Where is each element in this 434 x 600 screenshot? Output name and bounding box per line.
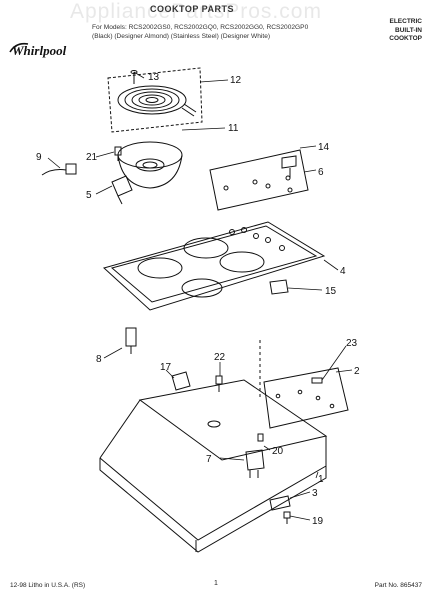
callout-1: 1 <box>318 474 324 485</box>
callout-8: 8 <box>96 354 102 365</box>
element-receptacle <box>111 175 133 205</box>
wire-harness <box>41 163 77 176</box>
callout-12: 12 <box>230 75 242 86</box>
callout-15: 15 <box>325 286 337 297</box>
product-type-line-1: ELECTRIC <box>389 18 423 25</box>
product-type-line-3: COOKTOP <box>389 35 422 42</box>
callout-17: 17 <box>160 362 172 373</box>
drip-bowl <box>117 141 183 189</box>
callout-13: 13 <box>148 72 160 83</box>
strain-relief-clamp <box>269 495 291 511</box>
screw-21 <box>114 146 122 161</box>
callout-20: 20 <box>272 446 284 457</box>
callout-11: 11 <box>228 123 239 134</box>
screw-19 <box>283 511 291 524</box>
model-line-1: For Models: RCS2002GS0, RCS2002GQ0, RCS2… <box>92 24 309 31</box>
terminal-block <box>245 449 265 478</box>
callout-3: 3 <box>312 488 318 499</box>
mounting-clip <box>269 279 289 295</box>
product-type-line-2: BUILT-IN <box>395 26 422 34</box>
callout-7: 7 <box>206 454 212 465</box>
rear-bracket <box>263 367 349 429</box>
callout-22: 22 <box>214 352 226 363</box>
surface-element-group <box>107 67 203 133</box>
watermark: AppliancePartsPros.com <box>70 0 322 23</box>
whirlpool-logo: Whirlpool <box>9 42 67 58</box>
screw-22 <box>215 375 223 392</box>
screw-20 <box>257 433 264 442</box>
callout-19: 19 <box>312 516 324 527</box>
bracket-spacer <box>125 327 137 354</box>
callout-21: 21 <box>86 152 98 163</box>
control-bracket <box>209 149 309 211</box>
surface-element-coil <box>117 85 197 117</box>
page-title: COOKTOP PARTS <box>150 4 235 14</box>
callout-23: 23 <box>346 338 358 349</box>
callout-14: 14 <box>318 142 330 153</box>
page-number: 1 <box>214 580 218 587</box>
print-info: 12-98 Litho in U.S.A. (RS) <box>10 582 86 589</box>
control-knob <box>281 155 297 178</box>
cooktop-main-top <box>102 221 326 311</box>
model-list: For Models: RCS2002GS0, RCS2002GQ0, RCS2… <box>92 24 308 41</box>
callout-6: 6 <box>318 167 324 178</box>
callout-4: 4 <box>340 266 346 277</box>
callout-5: 5 <box>86 190 92 201</box>
brand-name: Whirlpool <box>12 43 67 58</box>
callout-9: 9 <box>36 152 42 163</box>
burner-box <box>99 379 328 553</box>
part-number: Part No. 865437 <box>374 582 422 589</box>
leader-lines <box>47 71 353 521</box>
model-line-2: (Black) (Designer Almond) (Stainless Ste… <box>92 32 271 40</box>
side-bracket <box>171 371 191 391</box>
screw-23 <box>311 377 323 384</box>
callout-2: 2 <box>354 366 360 377</box>
